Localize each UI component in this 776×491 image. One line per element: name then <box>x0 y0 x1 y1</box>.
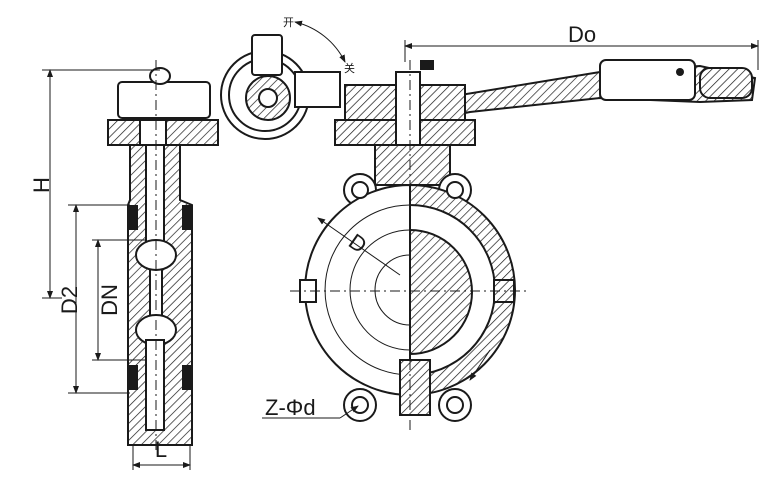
label-dn: DN <box>97 284 122 316</box>
label-z-phi-d: Z-Φd <box>265 395 316 420</box>
label-do: Do <box>568 22 596 47</box>
side-view <box>107 60 219 470</box>
top-view: 开 关 <box>220 16 355 140</box>
dimension-bolt-holes: Z-Φd <box>262 395 359 420</box>
dimension-h: H <box>29 69 160 299</box>
label-l: L <box>155 437 167 462</box>
dimension-l: L <box>132 437 191 468</box>
dimension-d2: D2 <box>57 204 130 394</box>
label-h: H <box>29 177 54 193</box>
mark-open: 开 <box>283 16 294 29</box>
front-view <box>290 59 757 430</box>
label-d2: D2 <box>57 286 82 314</box>
dimension-dn: DN <box>92 239 146 361</box>
dimension-do: Do <box>404 22 759 70</box>
mark-close: 关 <box>344 61 355 75</box>
